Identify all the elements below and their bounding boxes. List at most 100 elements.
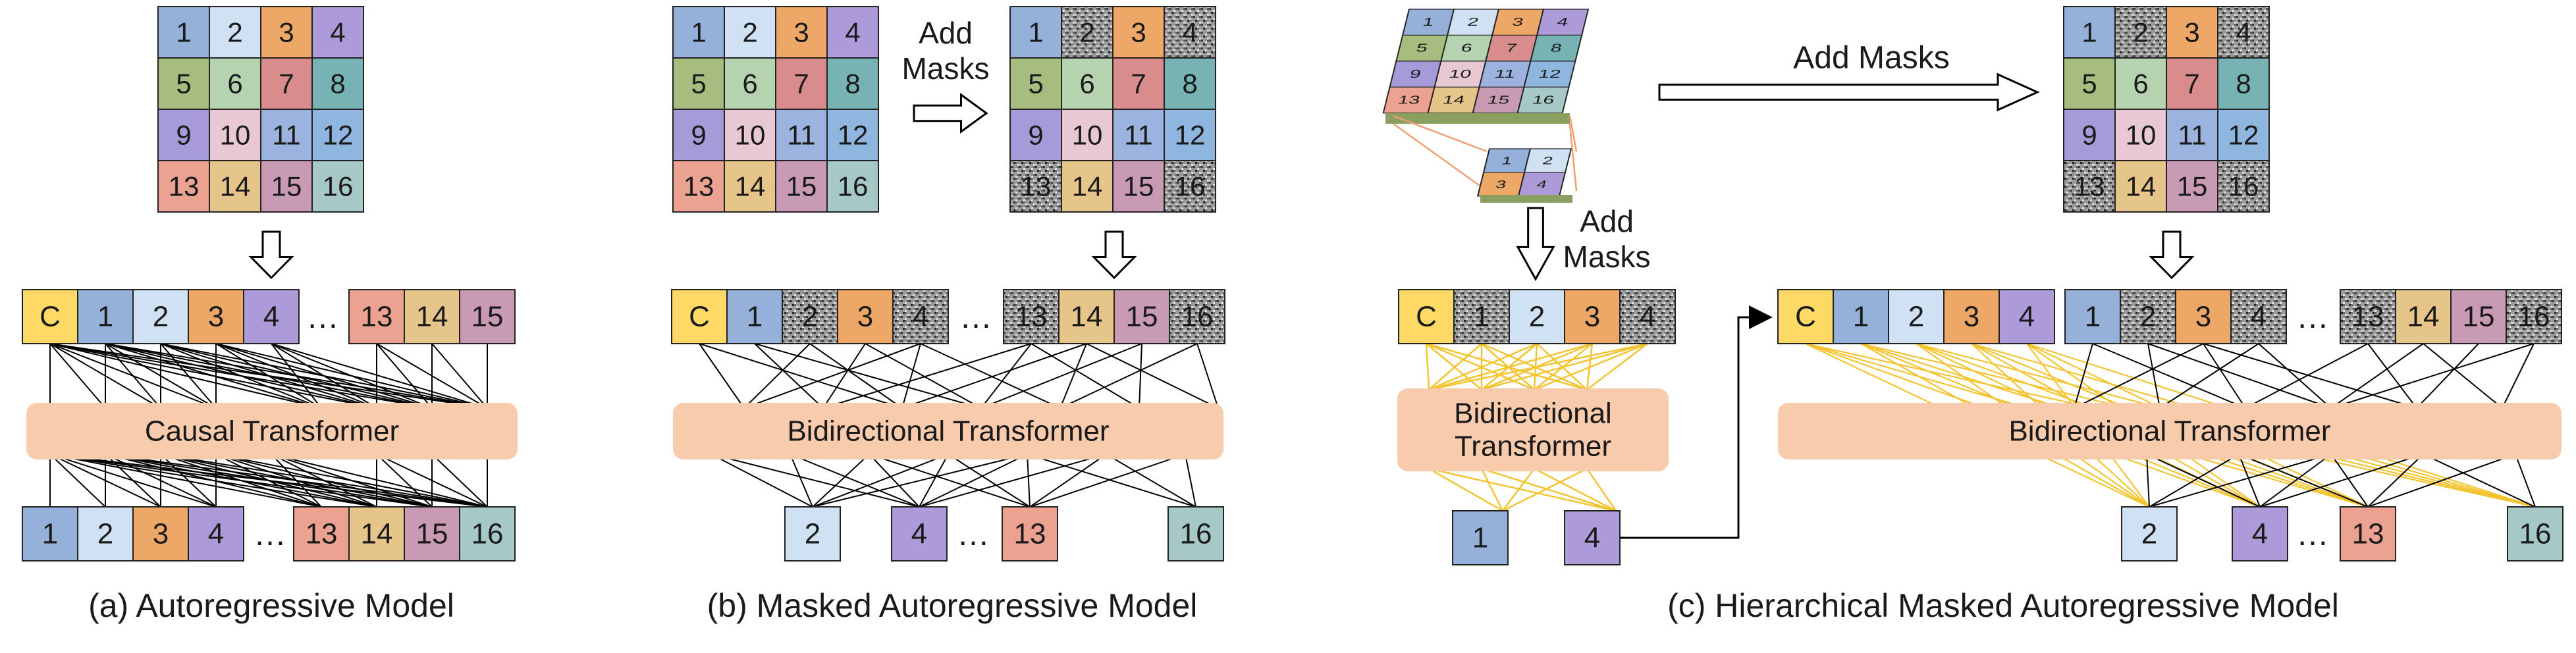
panel-b-right-arrow [913,93,988,134]
grid-cell-14-box [209,160,261,213]
grid-cell-7-label: 7 [279,68,294,99]
connection-line [1139,343,1142,409]
panel-b-output-token-2-label: 2 [805,518,820,550]
panel-c-tiny-cell-3: 3 [1476,172,1526,197]
panel-a-input-token-3: 3 [188,289,244,344]
grid-cell-1-box [157,6,210,59]
panel-c-right-token-13-box [2340,289,2396,344]
panel-c-small-cell-7: 7 [1485,34,1538,62]
panel-b-input-token-16-box [1169,289,1225,344]
panel-c-cond-token-1-box [1833,289,1889,344]
panel-c-small-cell-9: 9 [1389,61,1442,88]
panel-a-input-token-15-box [459,289,516,344]
connection-line [160,343,217,409]
connection-line [2146,454,2261,508]
panel-c-right-token-4-box [2230,289,2287,344]
grid-cell-16: 16 [1164,160,1216,213]
grid-cell-4: 4 [1164,6,1216,59]
grid-cell-5-label: 5 [2081,68,2097,99]
grid-cell-2-label: 2 [1079,17,1094,48]
connection-line [105,343,161,409]
grid-cell-15: 15 [2166,160,2218,213]
grid-cell-5-label: 5 [176,68,191,99]
grid-cell-9-label: 9 [691,120,706,151]
panel-b-input-token-3-box [837,289,894,344]
grid-cell-13-box [672,160,725,213]
grid-cell-13: 13 [157,160,210,213]
grid-cell-1-label: 1 [1028,17,1043,48]
grid-cell-6-label: 6 [2133,68,2148,99]
grid-cell-4: 4 [826,6,879,59]
panel-c-right-token-14-box [2395,289,2452,344]
grid-cell-10: 10 [2114,109,2167,161]
panel-a-output-ellipsis: … [254,515,286,552]
grid-cell-9-box [672,109,725,161]
grid-cell-7: 7 [260,57,313,110]
panel-b-bidirectional-transformer: Bidirectional Transformer [673,403,1223,459]
panel-c-left-token-1: 1 [1453,289,1510,344]
connection-line [1185,454,1196,508]
panel-c-left-token-1-label: 1 [1474,301,1489,333]
panel-a-output-token-3-label: 3 [153,518,169,550]
panel-c-left-down-arrow [1516,207,1555,282]
connection-line [2502,343,2535,409]
grid-cell-15: 15 [1112,160,1165,213]
panel-b-input-token-15: 15 [1114,289,1170,344]
panel-b-input-token-1-label: 1 [747,301,763,333]
grid-cell-16-label: 16 [1175,171,1206,202]
grid-cell-9: 9 [2063,109,2116,161]
connection-line [919,454,949,508]
grid-cell-11-label: 11 [2178,120,2207,151]
panel-a-input-token-3-label: 3 [208,301,224,333]
grid-cell-4-box [311,6,364,59]
panel-c-left-output-token-4: 4 [1564,510,1621,565]
connection-line [812,454,949,508]
panel-b-input-token-1-box [726,289,783,344]
panel-c-left-token-C: C [1398,289,1455,344]
grid-cell-2: 2 [724,6,776,59]
grid-cell-9-label: 9 [1028,120,1043,151]
grid-cell-3: 3 [2166,6,2218,59]
grid-cell-6-box [724,57,776,110]
connection-line [1428,467,1617,512]
connection-line [919,454,1107,508]
panel-c-small-cell-2-label: 2 [1466,16,1480,28]
connection-line [49,454,377,508]
grid-cell-15-label: 15 [1123,171,1154,202]
panel-c-cond-token-3: 3 [1943,289,2000,344]
connection-line [431,454,488,508]
panel-a-causal-transformer-box [26,403,518,459]
panel-a-input-token-1: 1 [77,289,134,344]
grid-cell-4-label: 4 [845,17,860,48]
connection-line [2416,343,2479,409]
panel-c-small-cell-1: 1 [1402,9,1455,36]
connection-line [49,454,217,508]
panel-a-output-token-15: 15 [404,506,460,562]
panel-a-down-arrow [248,230,294,280]
panel-c-right-output-token-2-label: 2 [2141,518,2157,550]
panel-c-right-token-15: 15 [2450,289,2507,344]
grid-cell-1: 1 [1009,6,1062,59]
panel-b-output-token-2-box [784,506,841,562]
panel-b-bidirectional-transformer-box [673,403,1223,459]
grid-cell-3-box [775,6,828,59]
grid-cell-4-box [826,6,879,59]
panel-b-input-token-1: 1 [726,289,783,344]
grid-cell-8-box [2217,57,2270,110]
panel-b-output-token-16-label: 16 [1180,518,1212,550]
panel-a-input-token-13-label: 13 [361,301,393,333]
connection-line [2330,343,2535,409]
grid-cell-7-label: 7 [2184,68,2199,99]
connection-line [948,454,1031,508]
connection-line [865,343,982,409]
grid-cell-8-box [826,57,879,110]
connection-line [980,343,1142,409]
grid-cell-14-label: 14 [735,171,766,202]
grid-cell-8: 8 [2217,57,2270,110]
panel-c-small-cell-8: 8 [1530,34,1583,62]
panel-c-small-cell-6: 6 [1440,34,1493,62]
connection-line [215,454,488,508]
panel-c-left-token-3: 3 [1564,289,1621,344]
panel-a-output-token-4-box [188,506,244,562]
